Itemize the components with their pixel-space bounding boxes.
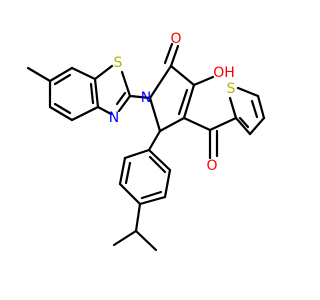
bond-bz-4 bbox=[48, 105, 74, 122]
bond-cketone-thiophene bbox=[208, 116, 238, 132]
bond-t-c3-c2 bbox=[234, 116, 252, 136]
bond-ph-3-double bbox=[124, 161, 132, 185]
bond-c4-c5 bbox=[158, 116, 186, 133]
bond-ipr-ch bbox=[134, 202, 142, 233]
molecule-canvas: O OH S S N N O bbox=[26, 31, 266, 252]
bond-c5-aryl bbox=[147, 129, 162, 152]
bond-c3-c4-double bbox=[177, 88, 189, 116]
bond-ph-6-double bbox=[140, 190, 163, 200]
bond-ipr-me1 bbox=[112, 229, 138, 247]
bond-bt-n-c2-double bbox=[115, 91, 127, 106]
thiazole-nitrogen-label: N bbox=[109, 110, 119, 126]
benzothiazole-sulfur-label: S bbox=[114, 55, 123, 71]
bond-c4-cketone bbox=[182, 116, 212, 132]
bond-bt-n-c2 bbox=[117, 94, 132, 113]
carbonyl-group bbox=[163, 42, 180, 68]
bond-bz-4-double bbox=[53, 102, 72, 115]
bond-ph-3 bbox=[118, 156, 127, 186]
bond-bz-5 bbox=[70, 105, 100, 122]
bond-bt-s-c7a bbox=[93, 64, 114, 81]
bond-ph-1 bbox=[123, 148, 151, 160]
pyrrole-nitrogen-label: N bbox=[141, 90, 151, 106]
bond-ph-5 bbox=[118, 182, 142, 206]
bond-ph-2-double bbox=[148, 155, 167, 174]
bond-t-c5-c4-double bbox=[250, 99, 259, 119]
bond-t-c5-c4 bbox=[256, 94, 266, 120]
bond-bt-c2-s bbox=[120, 70, 132, 98]
bond-t-c3-c2-double bbox=[238, 116, 250, 129]
bond-ph-4 bbox=[163, 168, 172, 199]
benzo-ring bbox=[26, 66, 100, 122]
bond-t-s-c5 bbox=[236, 86, 260, 98]
carbonyl-oxygen-label: O bbox=[170, 31, 181, 47]
thiophene-sulfur-label: S bbox=[227, 81, 236, 97]
bond-bz-2-double bbox=[53, 73, 72, 86]
bond-bz-1 bbox=[70, 66, 97, 81]
bond-t-c4-c3 bbox=[248, 116, 266, 136]
pyrrolone-ring bbox=[148, 64, 196, 133]
bond-c3-c4 bbox=[182, 83, 196, 120]
thiophene-ring bbox=[228, 86, 266, 136]
bond-n-c2 bbox=[148, 64, 173, 100]
bond-c3-oh bbox=[192, 75, 215, 87]
hydroxyl-label: OH bbox=[213, 65, 235, 81]
thiazole-ring bbox=[93, 64, 132, 116]
bond-ph-6 bbox=[138, 195, 167, 206]
structure-diagram: O OH S S N N O bbox=[26, 31, 266, 252]
bond-ph-2 bbox=[147, 148, 172, 172]
isopropyl-group bbox=[112, 202, 158, 252]
bond-ipr-me2 bbox=[134, 229, 158, 252]
ketone-oxygen-label: O bbox=[206, 158, 217, 174]
bond-t-c2-s bbox=[228, 96, 238, 120]
atom-labels: O OH S S N N O bbox=[109, 31, 236, 174]
bond-bt-c7a-c3a bbox=[93, 77, 100, 109]
bond-c2-c3 bbox=[169, 64, 196, 87]
ketone-linker bbox=[182, 116, 238, 160]
bond-n-cbt bbox=[128, 94, 152, 100]
bond-c5-n bbox=[148, 96, 162, 133]
bond-bt-c3a-n bbox=[96, 105, 113, 116]
bond-bz-6-double bbox=[89, 82, 95, 105]
bond-bz-2 bbox=[48, 66, 74, 83]
bond-c2-o bbox=[169, 44, 180, 68]
bond-methyl bbox=[26, 66, 52, 83]
phenyl-ring bbox=[118, 148, 172, 206]
bond-c2-o-double bbox=[163, 42, 174, 65]
